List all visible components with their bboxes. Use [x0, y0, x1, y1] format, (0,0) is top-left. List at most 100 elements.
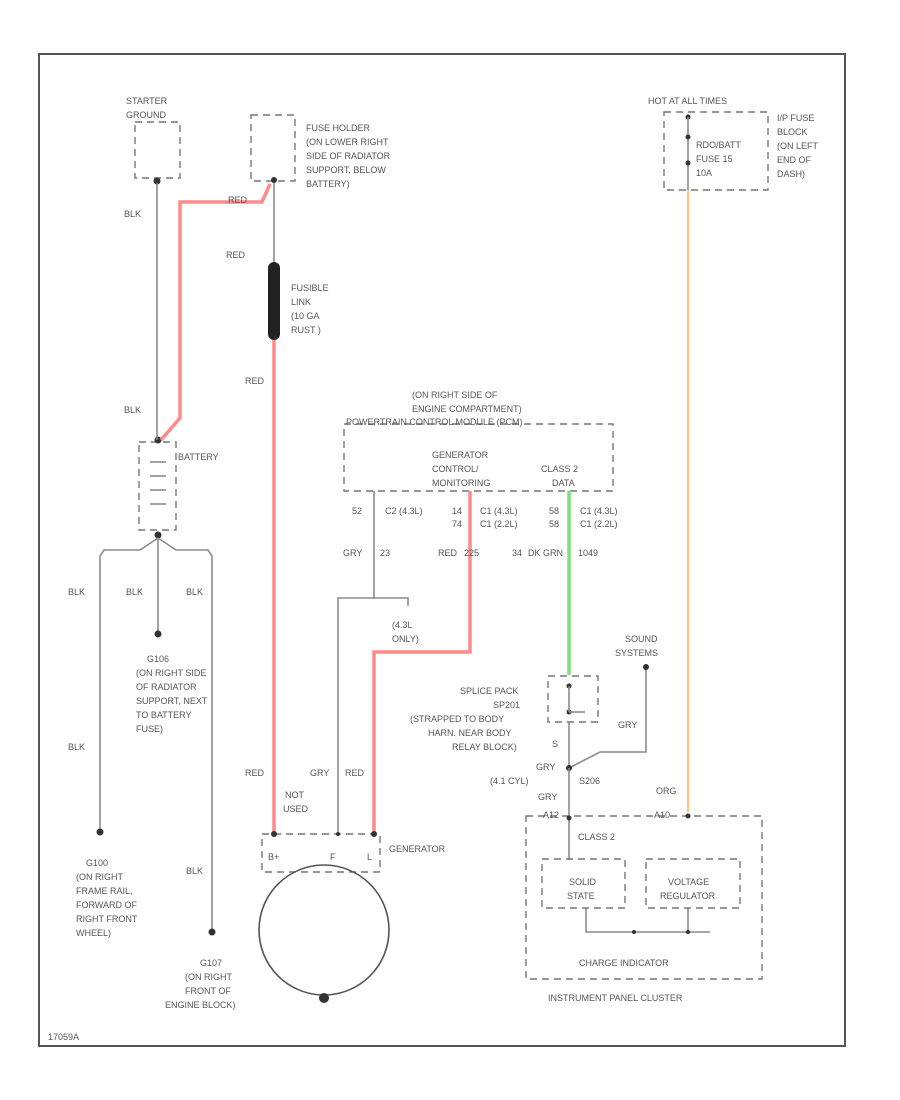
g107-label-2: (ON RIGHT [185, 972, 232, 982]
generator-ground [319, 993, 329, 1003]
pcm-gen-control-3: MONITORING [432, 478, 490, 488]
diagram-id: 17059A [48, 1032, 79, 1042]
pcm-class2-2: DATA [552, 478, 575, 488]
instrument-panel-cluster: A12 A10 CLASS 2 SOLID STATE VOLTAGE REGU… [525, 810, 763, 1003]
ipc-gauge-label: CHARGE INDICATOR [579, 958, 669, 968]
fuse-holder-label-1: FUSE HOLDER [306, 123, 371, 133]
wire-label-blk-g100: BLK [68, 587, 85, 597]
pin-grn-2-num: 58 [549, 519, 559, 529]
pcm-title: POWERTRAIN CONTROL MODULE (PCM) [346, 417, 523, 427]
solid-state-label-1: SOLID [569, 877, 597, 887]
splice-pack-label-5: RELAY BLOCK) [452, 742, 517, 752]
pin-grn-num: 58 [549, 506, 559, 516]
wire-label-red-fuse: RED [226, 250, 246, 260]
ground-g107: G107 (ON RIGHT FRONT OF ENGINE BLOCK) [165, 928, 236, 1010]
g100-label-5: RIGHT FRONT [76, 914, 138, 924]
wire-label-blk-battery: BLK [124, 405, 141, 415]
g107-label-4: ENGINE BLOCK) [165, 1000, 236, 1010]
fuse-label-3: 10A [696, 168, 712, 178]
powertrain-control-module: (ON RIGHT SIDE OF ENGINE COMPARTMENT) PO… [343, 390, 614, 492]
voltage-regulator-label-2: REGULATOR [660, 891, 716, 901]
gry-sound-systems-wire [568, 668, 647, 769]
only-43-label-2: ONLY) [392, 634, 419, 644]
sound-systems-label-2: SYSTEMS [615, 648, 658, 658]
gry-circuit-number: 23 [380, 548, 390, 558]
pin-red-2: C1 (2.2L) [480, 519, 518, 529]
battery-ground-wires: BLK BLK BLK BLK BLK [68, 537, 213, 930]
ip-fuse-block: HOT AT ALL TIMES RDO/BATT FUSE 15 10A I/… [648, 96, 819, 191]
not-used-label-1: NOT [285, 790, 305, 800]
wire-label-gry-pcm: GRY [343, 548, 362, 558]
splice-pack-label-4: HARN. NEAR BODY [428, 728, 512, 738]
g100-label-1: G100 [86, 858, 108, 868]
pcm-gen-control-2: CONTROL/ [432, 464, 479, 474]
fuse-holder-terminal-top [271, 177, 277, 183]
wire-label-red-link: RED [245, 376, 265, 386]
only-41-label: (4.1 CYL) [490, 776, 529, 786]
starter-ground-label-2: GROUND [126, 110, 166, 120]
wire-label-blk-g107-low: BLK [186, 866, 203, 876]
splice-pack-sp201: SPLICE PACK SP201 (STRAPPED TO BODY HARN… [410, 675, 599, 752]
fuse-holder: FUSE HOLDER (ON LOWER RIGHT SIDE OF RADI… [250, 114, 391, 189]
fusible-link-label-1: FUSIBLE [291, 283, 329, 293]
fusible-link-label-2: LINK [291, 297, 311, 307]
battery: BATTERY [138, 436, 219, 539]
g100-label-3: FRAME RAIL, [76, 886, 133, 896]
fuse-block-label-3: (ON LEFT [777, 141, 819, 151]
battery-positive-terminal [154, 436, 162, 444]
pin-grn-2: C1 (2.2L) [580, 519, 618, 529]
not-used-label-2: USED [283, 804, 309, 814]
g106-label-4: SUPPORT, NEXT [136, 696, 208, 706]
wire-label-gry-splice: GRY [536, 762, 555, 772]
ipc-pin-a10: A10 [654, 810, 670, 820]
battery-negative-terminal [154, 531, 162, 539]
red-l-terminal-wire [372, 491, 472, 833]
generator-label: GENERATOR [389, 844, 446, 854]
fuse-holder-label-2: (ON LOWER RIGHT [306, 137, 389, 147]
wire-label-red-top: RED [228, 195, 248, 205]
pcm-gen-control-1: GENERATOR [432, 450, 489, 460]
red-circuit-number: 225 [464, 548, 479, 558]
g106-label-5: TO BATTERY [136, 710, 192, 720]
splice-s206-label: S206 [579, 776, 600, 786]
pcm-class2-1: CLASS 2 [541, 464, 578, 474]
splice-s-label: S [552, 739, 558, 749]
g100-label-4: FORWARD OF [76, 900, 137, 910]
diagram-frame [38, 53, 846, 1047]
pin-red: C1 (4.3L) [480, 506, 518, 516]
pin-red-num: 14 [452, 506, 462, 516]
fuse-label-2: FUSE 15 [696, 154, 733, 164]
fusible-link-label-4: RUST ) [291, 325, 321, 335]
splice-pack-label-1: SPLICE PACK [460, 686, 518, 696]
generator-terminal-bplus: B+ [268, 852, 279, 862]
g106-label-1: G106 [147, 654, 169, 664]
grn-circuit-number: 1049 [578, 548, 598, 558]
g106-label-3: OF RADIATOR [136, 682, 197, 692]
pin-grn: C1 (4.3L) [580, 506, 618, 516]
wire-label-gry-ipc: GRY [538, 792, 557, 802]
ipc-class2-label: CLASS 2 [578, 832, 615, 842]
fusible-link [268, 262, 280, 340]
ipc-pin-a12: A12 [543, 810, 559, 820]
g107-label-3: FRONT OF [185, 986, 231, 996]
pcm-location-1: (ON RIGHT SIDE OF [412, 390, 498, 400]
wire-label-red-gen: RED [245, 768, 265, 778]
g106-label-6: FUSE) [136, 724, 163, 734]
wire-label-blk-g107-top: BLK [186, 587, 203, 597]
pin-c2-gry-num: 52 [352, 506, 362, 516]
wire-label-blk-starter: BLK [124, 209, 141, 219]
fuse-block-label-4: END OF [777, 155, 812, 165]
solid-state-label-2: STATE [567, 891, 595, 901]
fuse-holder-label-4: SUPPORT, BELOW [306, 165, 386, 175]
g106-label-2: (ON RIGHT SIDE [136, 668, 206, 678]
g100-label-2: (ON RIGHT [76, 872, 123, 882]
sound-systems-label-1: SOUND [625, 634, 658, 644]
ground-g106: G106 (ON RIGHT SIDE OF RADIATOR SUPPORT,… [136, 630, 208, 734]
generator-terminal-l: L [367, 852, 372, 862]
wire-label-red-gen-l: RED [345, 768, 365, 778]
sound-systems-terminal [643, 664, 649, 670]
pin-c2-gry: C2 (4.3L) [385, 506, 423, 516]
wire-label-org-ipc: ORG [656, 786, 677, 796]
gry-f-terminal-wire [337, 491, 375, 833]
wire-label-gry-sound: GRY [618, 720, 637, 730]
